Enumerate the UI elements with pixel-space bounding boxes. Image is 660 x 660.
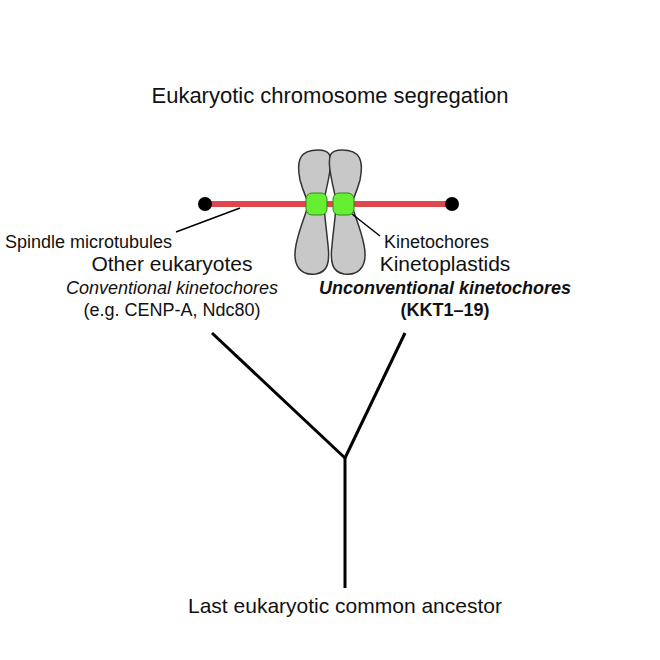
- root-label: Last eukaryotic common ancestor: [188, 594, 502, 618]
- kinetochore: [306, 193, 327, 215]
- diagram-title: Eukaryotic chromosome segregation: [151, 83, 508, 108]
- tree-branch: [345, 333, 405, 458]
- spindle-line: [205, 201, 452, 207]
- leader-line: [176, 208, 240, 232]
- callout-label: Spindle microtubules: [5, 232, 172, 253]
- leader-line: [352, 214, 380, 236]
- spindle-pole: [445, 197, 459, 211]
- chromatid: [295, 150, 331, 274]
- clade-note: Conventional kinetochores: [66, 278, 278, 299]
- tree-stem: [344, 457, 347, 588]
- callout-label: Kinetochores: [384, 232, 489, 253]
- clade-note: (KKT1–19): [400, 300, 489, 321]
- clade-note: (e.g. CENP-A, Ndc80): [83, 300, 260, 321]
- chromatid: [329, 150, 365, 274]
- spindle-pole: [198, 197, 212, 211]
- clade-name: Kinetoplastids: [380, 252, 511, 276]
- clade-note: Unconventional kinetochores: [319, 278, 571, 299]
- clade-name: Other eukaryotes: [91, 252, 252, 276]
- kinetochore: [333, 193, 354, 215]
- tree-branch: [212, 333, 345, 458]
